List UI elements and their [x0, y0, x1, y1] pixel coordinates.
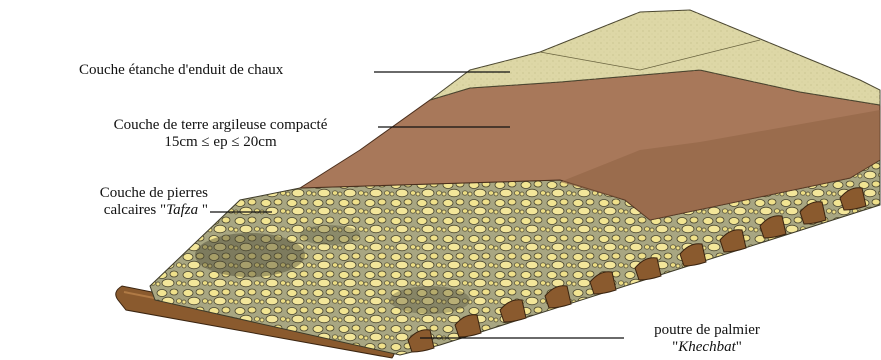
label-stone-layer: Couche de pierres calcaires "Tafza " — [10, 185, 208, 219]
label-clay-layer: Couche de terre argileuse compacté 15cm … — [68, 117, 373, 151]
label-lime-layer: Couche étanche d'enduit de chaux — [79, 62, 283, 79]
label-stone-line1: Couche de pierres — [10, 185, 208, 202]
label-stone-term: Tafza — [166, 202, 198, 218]
label-stone-suffix: " — [198, 202, 208, 218]
label-beam-suffix: " — [736, 339, 742, 355]
label-stone-line2: calcaires "Tafza " — [10, 202, 208, 219]
label-clay-line1: Couche de terre argileuse compacté — [68, 117, 373, 134]
label-lime-text: Couche étanche d'enduit de chaux — [79, 62, 283, 78]
label-beam-term: Khechbat — [678, 339, 736, 355]
label-beam-line2: "Khechbat" — [626, 339, 788, 356]
label-stone-prefix: calcaires " — [104, 202, 166, 218]
label-clay-line2: 15cm ≤ ep ≤ 20cm — [68, 134, 373, 151]
label-beam-line1: poutre de palmier — [626, 322, 788, 339]
label-palm-beam: poutre de palmier "Khechbat" — [626, 322, 788, 356]
